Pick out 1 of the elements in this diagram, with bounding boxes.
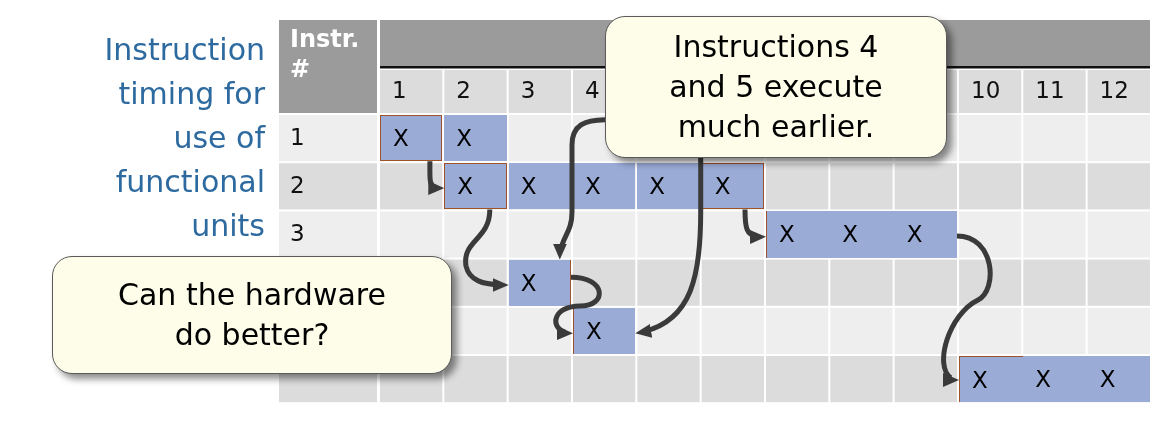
diagram-title: Instruction timing for use of functional units — [103, 31, 265, 245]
